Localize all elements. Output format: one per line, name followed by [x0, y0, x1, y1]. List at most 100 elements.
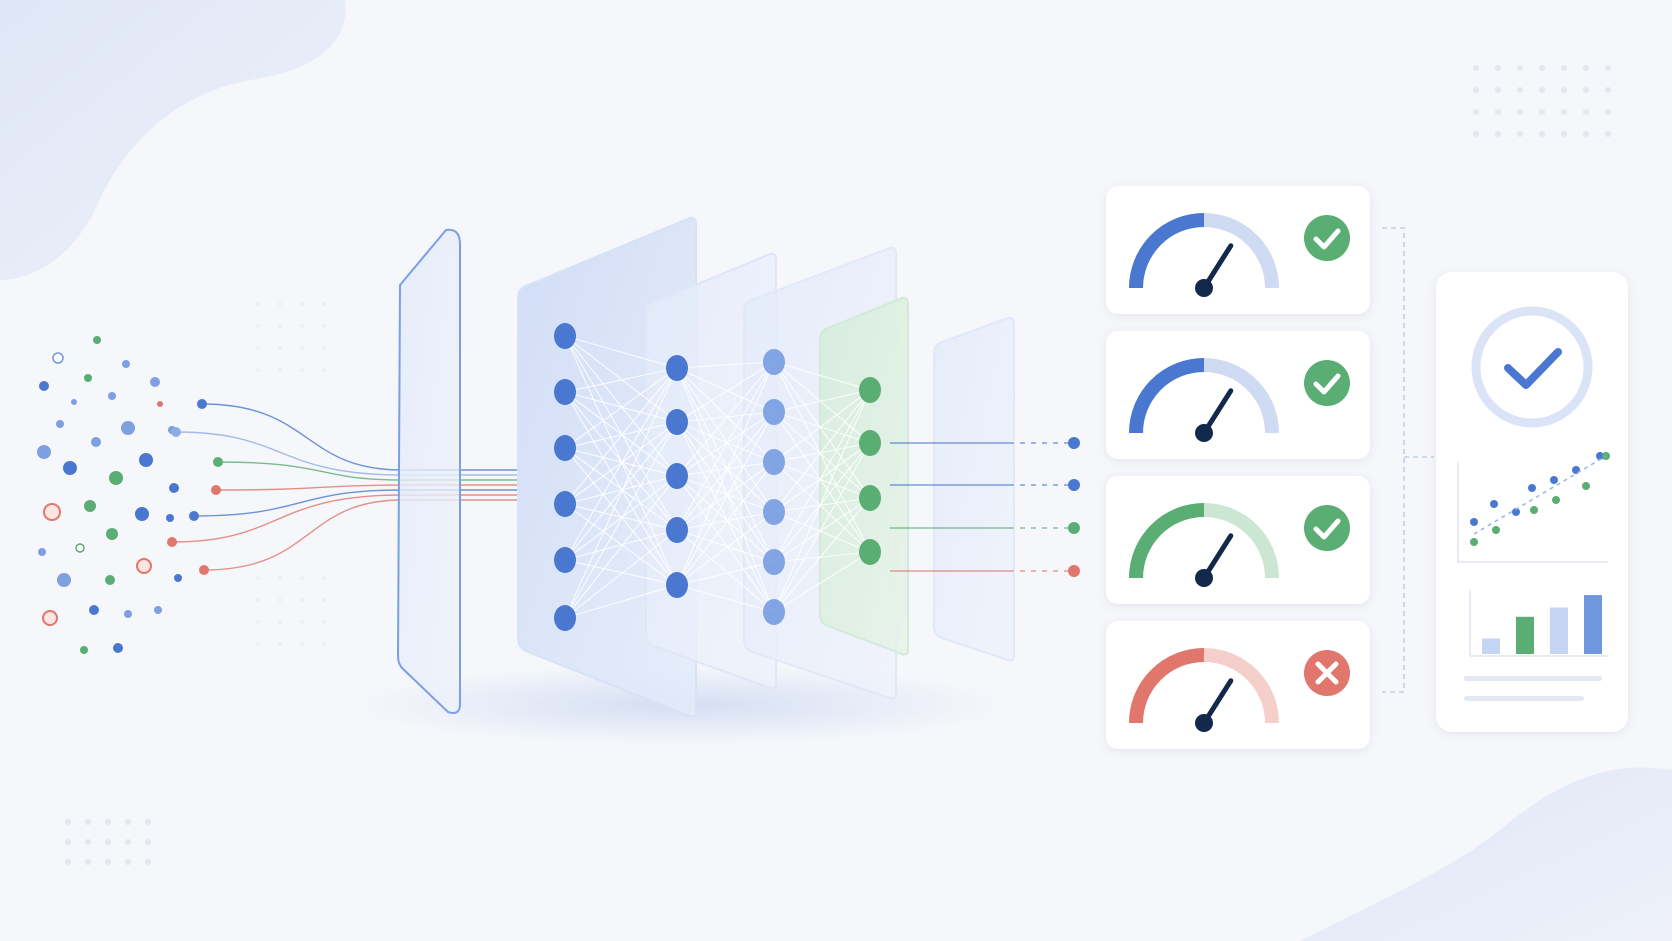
gauge-card-1	[1106, 186, 1370, 314]
particle	[136, 558, 152, 574]
network-nodes	[554, 323, 881, 631]
scatter-point	[1528, 484, 1536, 492]
output-lines	[890, 437, 1080, 577]
network-connections	[564, 335, 871, 619]
grid-dot	[300, 346, 304, 350]
grid-dot	[256, 576, 260, 580]
input-data-streams	[167, 399, 520, 575]
grid-dot	[65, 839, 71, 845]
output-dot	[1068, 522, 1080, 534]
grid-dot	[1561, 87, 1567, 93]
gauge-4	[1129, 648, 1350, 732]
connection	[676, 475, 775, 613]
grid-dot	[1583, 131, 1589, 137]
connection	[676, 411, 775, 423]
connection	[676, 421, 775, 513]
particle	[38, 548, 46, 556]
grid-dot	[256, 598, 260, 602]
results-connector	[1382, 227, 1434, 693]
particle	[63, 461, 77, 475]
status-badge	[1304, 505, 1350, 551]
grid-dot	[65, 859, 71, 865]
connection	[773, 497, 871, 563]
scatter-point	[1470, 538, 1478, 546]
output-dot	[1068, 437, 1080, 449]
particle	[109, 471, 123, 485]
grid-dot	[1583, 109, 1589, 115]
stream-dot	[211, 485, 221, 495]
background-blob-bottom-right	[1300, 767, 1672, 941]
cross-icon	[1315, 661, 1339, 685]
grid-dot	[300, 368, 304, 372]
particle	[56, 420, 64, 428]
grid-dot	[1561, 65, 1567, 71]
connection	[676, 511, 775, 586]
neuron-node	[859, 377, 881, 403]
connection	[564, 421, 678, 619]
scatter-point	[1602, 452, 1610, 460]
output-panel	[933, 316, 1015, 662]
connection	[564, 421, 678, 449]
neuron-node	[666, 355, 688, 381]
particle	[71, 399, 77, 405]
gauge-fill	[1129, 503, 1205, 579]
grid-dot	[105, 839, 111, 845]
grid-dot	[105, 859, 111, 865]
neuron-node	[554, 605, 576, 631]
check-icon	[1313, 373, 1341, 395]
check-icon	[1313, 518, 1341, 540]
status-badge	[1304, 360, 1350, 406]
gauge-hub	[1195, 714, 1213, 732]
grid-dot	[322, 576, 326, 580]
particle	[154, 606, 162, 614]
neuron-node	[554, 491, 576, 517]
gauge-hub	[1195, 424, 1213, 442]
connection	[564, 584, 678, 619]
grid-dot	[125, 819, 131, 825]
grid-dot	[1517, 131, 1523, 137]
neuron-node	[554, 435, 576, 461]
stream-dot	[213, 457, 223, 467]
grid-dot	[1495, 65, 1501, 71]
grid-dot	[1539, 109, 1545, 115]
stream-dot	[167, 537, 177, 547]
connection	[564, 475, 678, 505]
scatter-point	[1492, 526, 1500, 534]
grid-dot	[125, 859, 131, 865]
neuron-node	[763, 449, 785, 475]
connection	[676, 411, 775, 477]
neuron-node	[554, 379, 576, 405]
connection	[564, 391, 678, 531]
output-layer-panel	[819, 296, 909, 656]
connection	[676, 461, 775, 531]
grid-dot	[322, 368, 326, 372]
summary-card	[1436, 272, 1628, 732]
connection	[773, 389, 871, 613]
grid-dot	[1561, 131, 1567, 137]
connection	[564, 475, 678, 561]
neuron-node	[554, 323, 576, 349]
connection	[676, 361, 775, 477]
grid-dot	[145, 859, 151, 865]
connection	[773, 389, 871, 413]
grid-dot	[256, 346, 260, 350]
grid-dot	[145, 839, 151, 845]
connection	[676, 421, 775, 563]
connection	[676, 361, 775, 586]
particle	[150, 377, 160, 387]
connection	[773, 442, 871, 463]
neuron-node	[763, 499, 785, 525]
connection	[676, 461, 775, 586]
neuron-node	[763, 399, 785, 425]
grid-dot	[1583, 87, 1589, 93]
neuron-node	[763, 549, 785, 575]
grid-dot	[1561, 109, 1567, 115]
neuron-node	[554, 547, 576, 573]
stream-dot	[197, 399, 207, 409]
grid-dot	[256, 642, 260, 646]
connection	[564, 335, 678, 423]
connection	[676, 421, 775, 463]
connection	[676, 367, 775, 613]
trend-line	[1473, 455, 1607, 535]
